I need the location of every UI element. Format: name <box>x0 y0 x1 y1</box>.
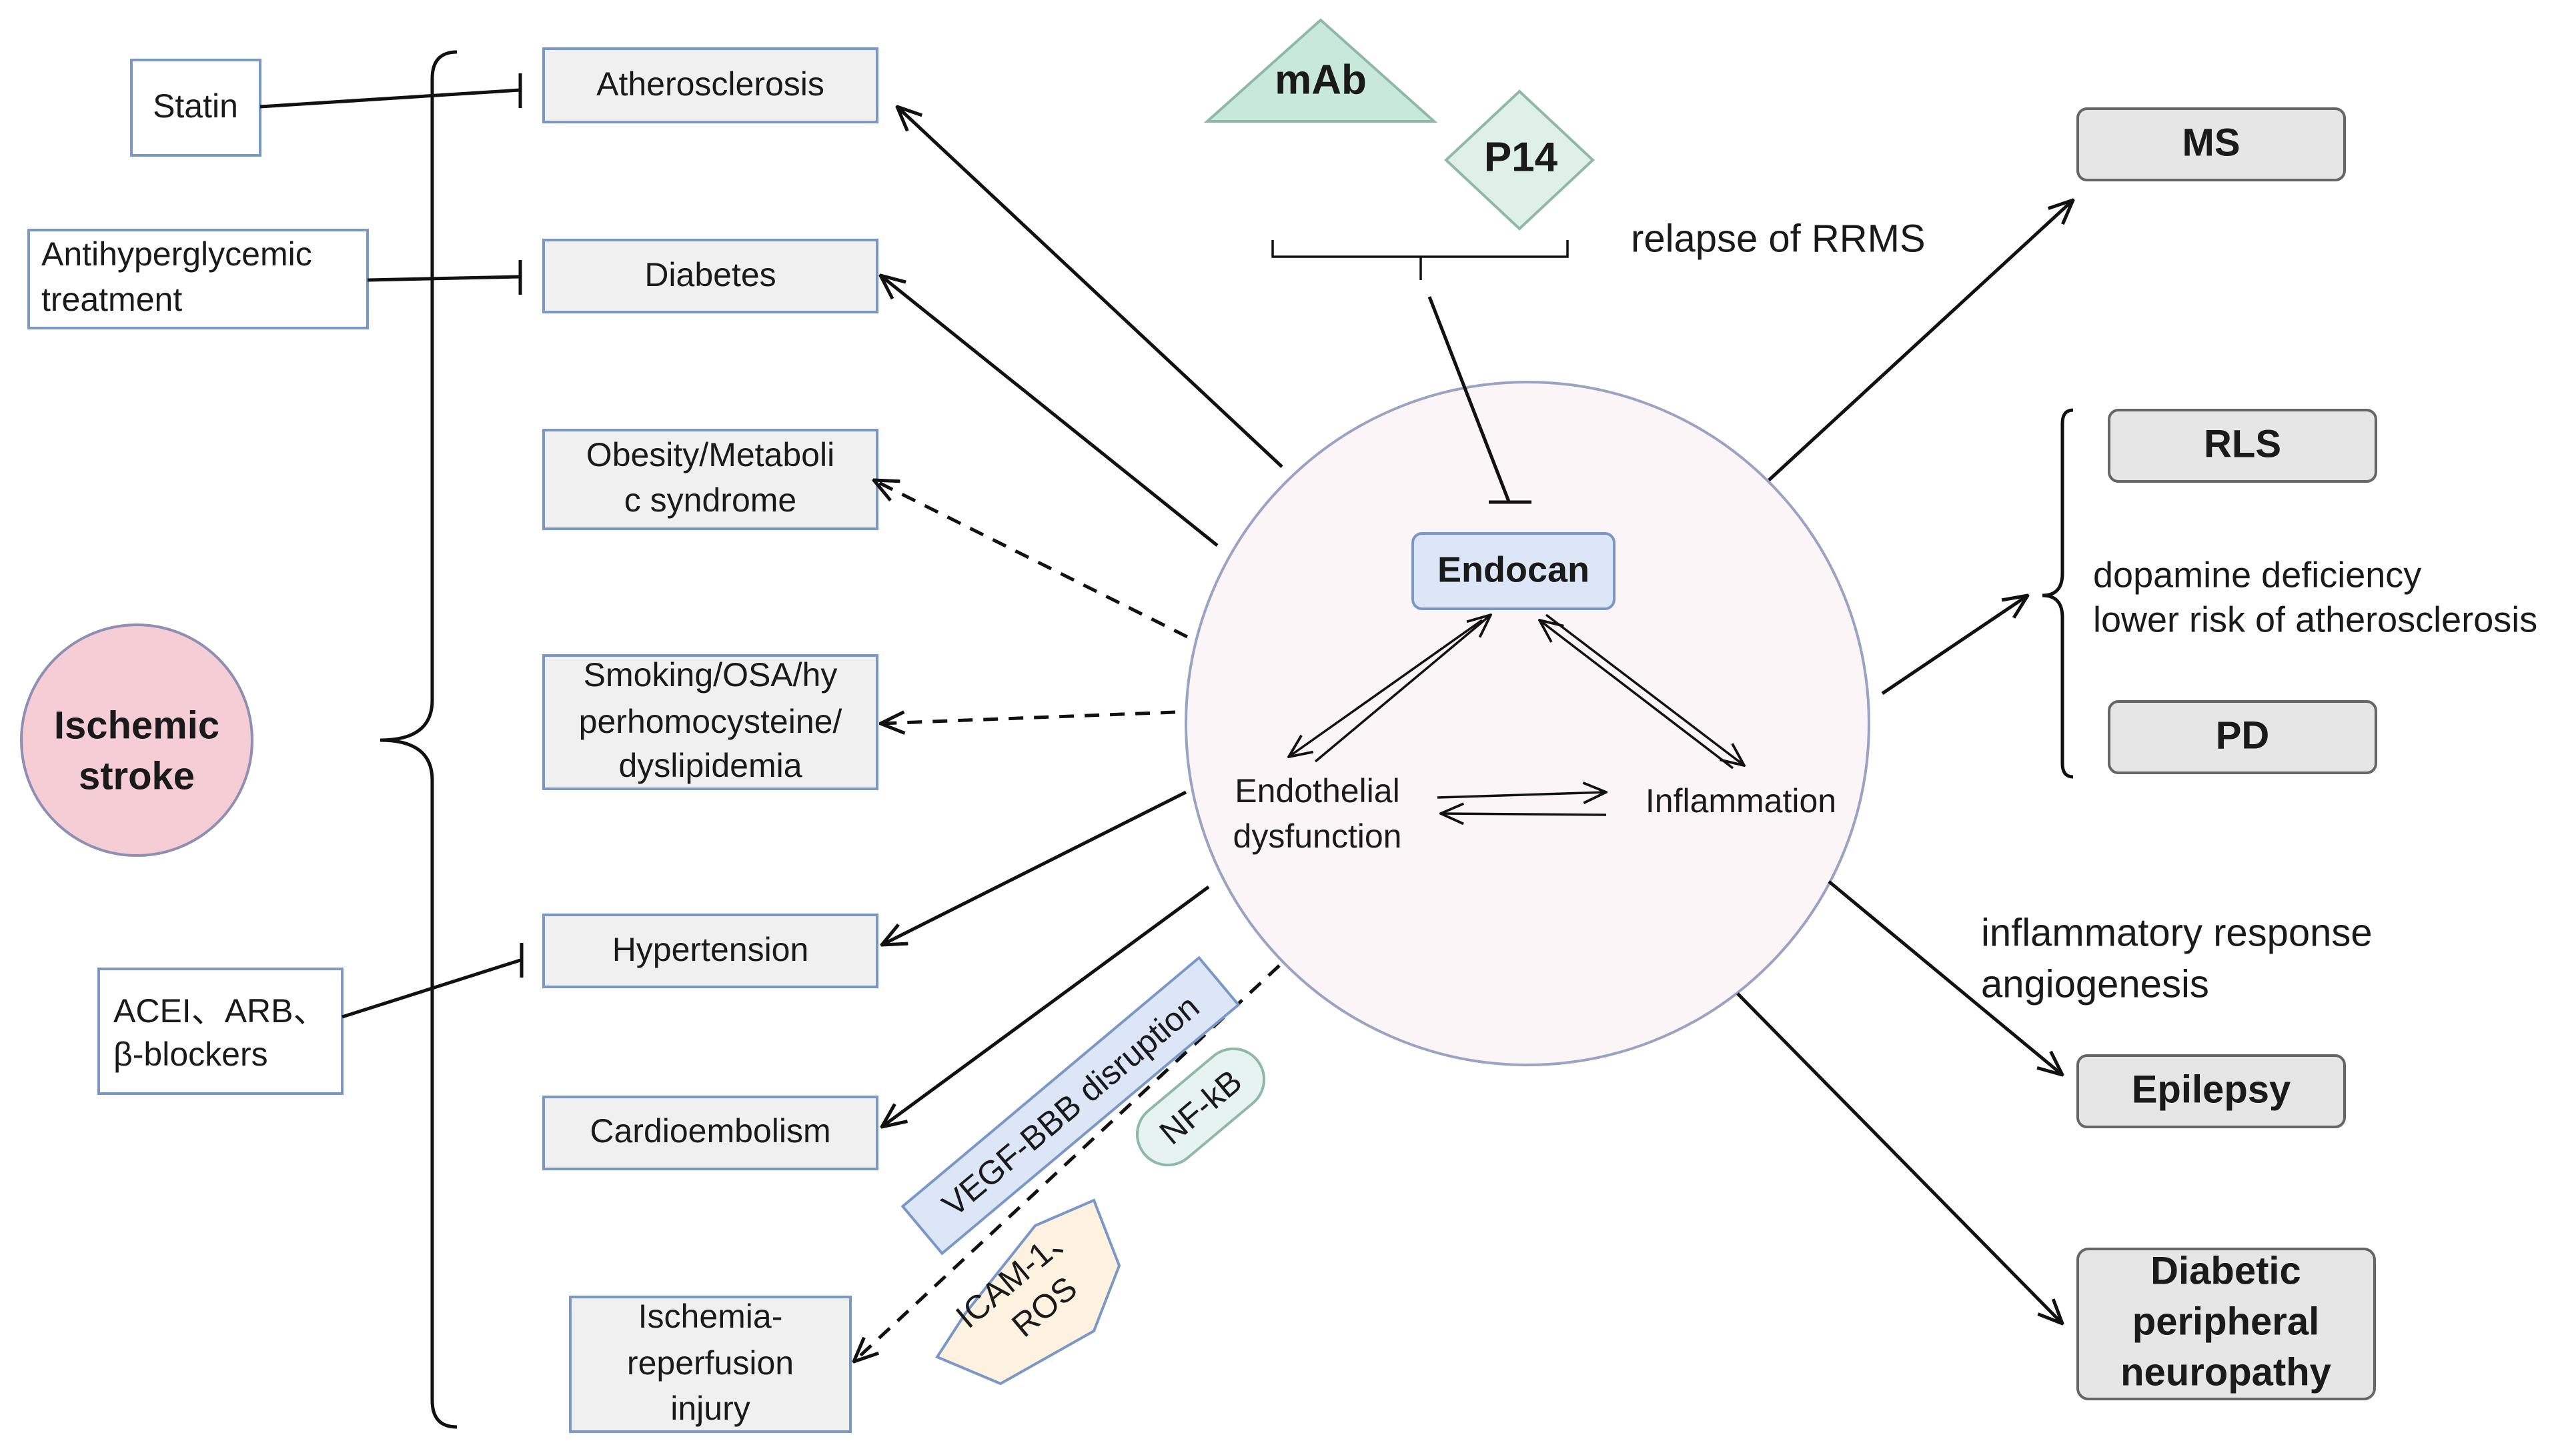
inhibitor-to-endocan <box>1427 296 1511 502</box>
risk-factor-brace <box>380 50 458 1429</box>
angiogenesis-text: angiogenesis <box>1981 962 2209 1006</box>
diabetes-label: Diabetes <box>644 256 776 293</box>
dpn-line3: neuropathy <box>2120 1350 2331 1394</box>
arrow-to-epilepsy <box>1828 880 2062 1075</box>
arrow-to-rls-pd <box>1881 595 2028 695</box>
ischemic-stroke-node: Ischemic stroke <box>20 623 253 857</box>
ischemia-line2: reperfusion <box>627 1344 794 1382</box>
rls-pd-brace <box>2042 408 2074 779</box>
endothelial-line2: dysfunction <box>1233 818 1402 855</box>
smoking-line3: dyslipidemia <box>618 747 802 784</box>
arrow-to-ischemia-reperfusion <box>854 964 1281 1362</box>
statin-label: Statin <box>153 87 238 125</box>
inhibitor-bracket <box>1271 240 1569 280</box>
cardioembolism-label: Cardioembolism <box>590 1112 830 1150</box>
arrow-to-smoking <box>880 712 1176 723</box>
relapse-rrms-text: relapse of RRMS <box>1631 217 1926 260</box>
endocan-box: Endocan <box>1411 532 1616 610</box>
lower-risk-text: lower risk of atherosclerosis <box>2093 599 2537 639</box>
inflammation-to-endothelial-arrow <box>1441 814 1607 815</box>
atherosclerosis-box: Atherosclerosis <box>542 47 878 123</box>
obesity-box: Obesity/Metaboli c syndrome <box>542 429 878 530</box>
atherosclerosis-label: Atherosclerosis <box>596 65 824 103</box>
diabetic-neuropathy-box: Diabetic peripheral neuropathy <box>2076 1248 2376 1400</box>
arrow-to-cardioembolism <box>882 885 1210 1127</box>
mab-label: mAb <box>1275 57 1367 103</box>
arrow-to-obesity <box>874 480 1189 639</box>
acei-line2: β-blockers <box>113 1036 268 1073</box>
acei-box: ACEI、ARB、 β-blockers <box>97 968 344 1095</box>
ischemia-line1: Ischemia- <box>638 1298 783 1335</box>
antihyper-line2: treatment <box>41 281 182 318</box>
smoking-line1: Smoking/OSA/hy <box>584 656 838 693</box>
p14-label: P14 <box>1484 134 1558 180</box>
arrow-to-hypertension <box>882 790 1187 945</box>
arrow-to-atherosclerosis <box>897 107 1283 468</box>
endocan-to-inflammation-arrow <box>1545 613 1744 766</box>
smoking-line2: perhomocysteine/ <box>579 703 842 740</box>
epilepsy-box: Epilepsy <box>2076 1054 2346 1128</box>
pd-box: PD <box>2108 700 2377 774</box>
endothelial-to-inflammation-arrow <box>1437 792 1606 798</box>
rls-box: RLS <box>2108 409 2377 483</box>
endothelial-to-endocan-arrow <box>1314 615 1491 763</box>
arrow-to-ms <box>1768 200 2073 481</box>
dpn-line1: Diabetic <box>2150 1249 2301 1292</box>
obesity-line1: Obesity/Metaboli <box>586 436 834 473</box>
acei-inhibits-hypertension <box>342 958 521 1019</box>
antihyper-inhibits-diabetes <box>367 275 521 282</box>
statin-inhibits-atherosclerosis <box>259 88 521 109</box>
ischemic-stroke-line1: Ischemic <box>54 703 219 747</box>
cardioembolism-box: Cardioembolism <box>542 1096 878 1170</box>
inflammation-label: Inflammation <box>1646 782 1836 820</box>
epilepsy-label: Epilepsy <box>2132 1068 2291 1111</box>
inflammatory-response-text: inflammatory response <box>1981 911 2373 954</box>
arrow-to-diabetes <box>880 275 1219 547</box>
p14-node: P14 <box>1444 89 1595 231</box>
dopamine-text: dopamine deficiency <box>2093 555 2421 595</box>
arrow-to-diabetic-neuropathy <box>1736 992 2062 1324</box>
obesity-line2: c syndrome <box>624 481 796 519</box>
rls-label: RLS <box>2204 422 2281 465</box>
mab-node: mAb <box>1203 18 1438 123</box>
pd-label: PD <box>2216 713 2270 757</box>
ischemic-stroke-line2: stroke <box>79 754 195 798</box>
statin-box: Statin <box>130 59 261 157</box>
antihyper-line1: Antihyperglycemic <box>41 235 312 273</box>
hypertension-box: Hypertension <box>542 914 878 988</box>
dpn-line2: peripheral <box>2132 1300 2319 1343</box>
hypertension-label: Hypertension <box>612 931 809 968</box>
acei-line1: ACEI、ARB、 <box>113 992 327 1030</box>
antihyperglycemic-box: Antihyperglycemic treatment <box>27 229 369 329</box>
inflammation-to-endocan-arrow <box>1539 620 1734 770</box>
endocan-to-endothelial-arrow <box>1289 619 1483 757</box>
endothelium-circle <box>1185 381 1870 1066</box>
ischemia-reperfusion-box: Ischemia- reperfusion injury <box>569 1296 852 1433</box>
ms-box: MS <box>2076 107 2346 181</box>
diabetes-box: Diabetes <box>542 239 878 313</box>
ms-label: MS <box>2182 121 2240 164</box>
endothelial-line1: Endothelial <box>1235 772 1399 810</box>
smoking-box: Smoking/OSA/hy perhomocysteine/ dyslipid… <box>542 654 878 790</box>
ischemia-line3: injury <box>670 1390 750 1427</box>
endocan-label: Endocan <box>1437 549 1589 589</box>
